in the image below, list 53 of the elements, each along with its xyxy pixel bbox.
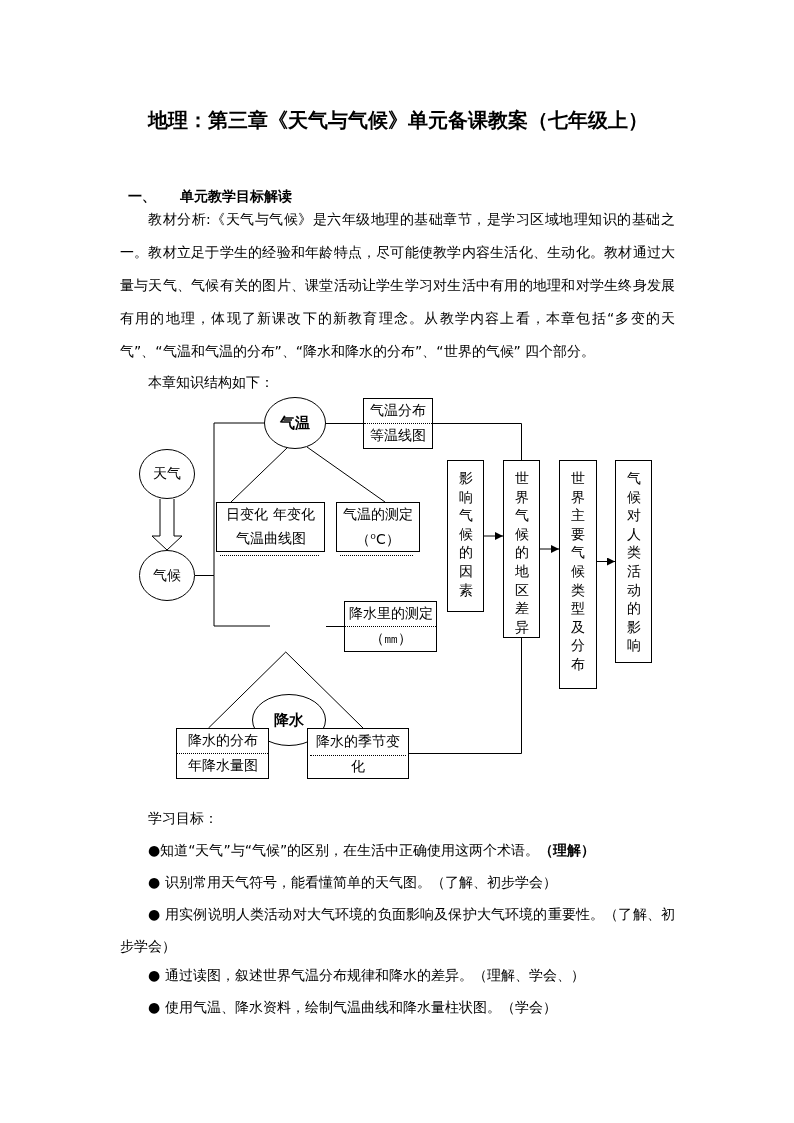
box-text: 气温分布 <box>370 402 426 420</box>
node-text: 影响气候的因素 <box>458 469 473 600</box>
intro-text: 本章知识结构如下： <box>148 373 275 392</box>
box-text: 年降水量图 <box>187 757 258 775</box>
box-text: 气温曲线图 <box>235 530 306 548</box>
title: 地理：第三章《天气与气候》单元备课教案（七年级上） <box>146 107 649 134</box>
vertical-box <box>615 460 652 663</box>
bullet-item: ● 使用气温、降水资料，绘制气温曲线和降水量柱状图。（学会） <box>147 998 558 1017</box>
node-text: 气候对人类活动的影响 <box>626 469 641 655</box>
term-box <box>307 728 409 779</box>
bullet-item: ● 识别常用天气符号，能看懂简单的天气图。（了解、初步学会） <box>147 873 558 892</box>
vertical-box <box>559 460 597 689</box>
term-box <box>336 502 420 552</box>
connector-line <box>432 423 522 461</box>
connector-line <box>306 446 386 503</box>
node-text: 气候 <box>153 566 181 585</box>
node-text: 世界气候的地区差异 <box>514 469 529 637</box>
term-ellipse <box>139 550 195 601</box>
arrow <box>596 557 616 566</box>
paragraph: 教材分析:《天气与气候》是六年级地理的基础章节，是学习区域地理知识的基础之一。教材立足于学生的经验和年龄特点，尽可能使教学内容生活化、生动化。教材通过大量与天气、气候有关的图片、课堂活动让学生学习对生活中有用的地理和对学生终身发展有用的地理，体现了新课改下的新教育理念。从教学内容上看，本章包括“多变的天气”、“气温和气温的分布”、“降水和降水的分布”、“世界的气候” 四个部分。 <box>120 210 675 361</box>
box-text: 日变化 年变化 <box>226 506 315 524</box>
term-ellipse <box>139 449 195 499</box>
term-box <box>344 601 437 652</box>
term-ellipse <box>264 397 326 449</box>
arrow <box>539 545 560 553</box>
connector-line <box>325 423 364 424</box>
node-text: 气温 <box>280 413 310 433</box>
box-text: 降水里的测定 <box>348 605 433 623</box>
connector-line <box>408 637 522 754</box>
node-text: 气温的测定（⁰C） <box>342 505 414 549</box>
connector-line <box>208 651 364 729</box>
bullet-item: ● 通过读图，叙述世界气温分布规律和降水的差异。（理解、学会、） <box>147 966 586 985</box>
term-box <box>363 398 433 449</box>
term-box <box>176 728 269 779</box>
arrow <box>483 532 504 540</box>
node-text: 天气 <box>153 465 181 483</box>
connector-line <box>325 626 345 627</box>
bullet-item: ●知道“天气”与“气候”的区别，在生活中正确使用这两个术语。（理解） <box>147 841 597 860</box>
subheading: 学习目标： <box>148 809 219 828</box>
node-text: 降水 <box>274 710 304 730</box>
node-text: 降水的季节变化 <box>315 731 401 776</box>
bullet-item: ● 用实例说明人类活动对大气环境的负面影响及保护大气环境的重要性。（了解、初步学会） <box>120 905 675 956</box>
term-box <box>216 502 325 552</box>
section-number: 一、 <box>128 187 157 206</box>
section-heading: 单元教学目标解读 <box>180 187 293 206</box>
box-text: （㎜） <box>369 630 412 648</box>
hollow-arrow <box>151 498 183 551</box>
vertical-box <box>503 460 540 638</box>
connector-line <box>230 446 289 503</box>
node-text: 世界主要气候类型及分布 <box>571 469 585 674</box>
box-text: 等温线图 <box>370 427 426 445</box>
vertical-box <box>447 460 484 612</box>
box-text: 降水的分布 <box>187 732 258 750</box>
